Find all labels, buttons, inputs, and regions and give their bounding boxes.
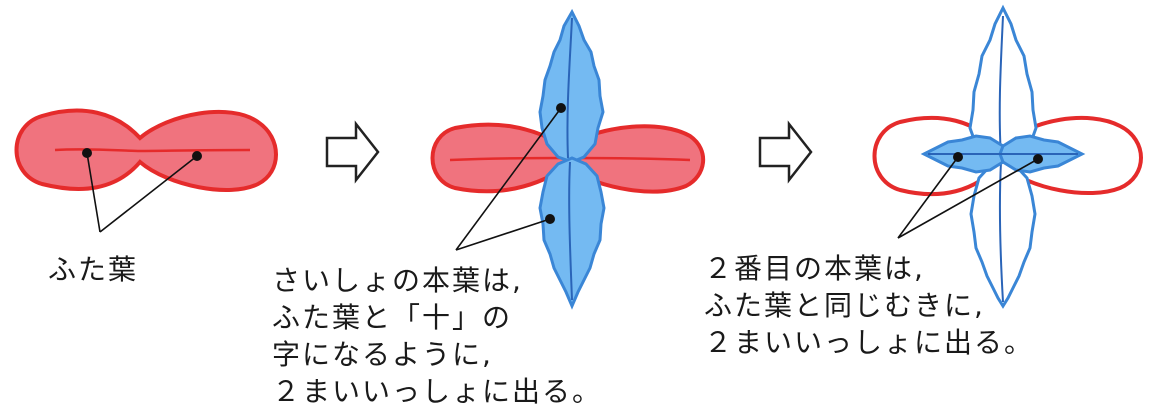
stage-first-true-leaves [430,8,706,310]
pointer-line [455,107,562,251]
caption-line: ふた葉と「十」の [272,301,513,334]
caption-line: ふた葉 [48,253,139,286]
true-leaf-vein [998,161,1004,303]
outline-arrow-right-icon [758,120,813,184]
caption-line: さいしょの本葉は, [272,264,523,297]
caption-first-true-leaves: さいしょの本葉は, ふた葉と「十」の 字になるように, ２まいいっしょに出る。 [272,262,602,410]
caption-line: ２番目の本葉は, [704,252,925,285]
caption-line: ２まいいっしょに出る。 [272,375,603,408]
caption-second-true-leaves: ２番目の本葉は, ふた葉と同じむきに, ２まいいっしょに出る。 [704,250,1034,361]
caption-line: ２まいいっしょに出る。 [704,326,1035,359]
caption-line: 字になるように, [272,338,493,371]
pointer-line [897,156,959,239]
true-leaf-vein [998,15,1004,157]
true-leaf-vein [568,161,573,301]
caption-line: ふた葉と同じむきに, [704,289,985,322]
stage-second-true-leaves [872,4,1143,309]
pointer-line [897,158,1039,239]
true-leaf-lower [538,156,606,310]
outline-arrow-right-icon [325,120,380,184]
true-leaf-lower [969,158,1037,309]
caption-cotyledons: ふた葉 [48,251,138,288]
stage-cotyledons [14,108,278,233]
true-leaf-vein [566,17,573,159]
pointer-line [99,155,198,233]
pointer-line [455,218,551,251]
pointer-line [86,152,101,233]
